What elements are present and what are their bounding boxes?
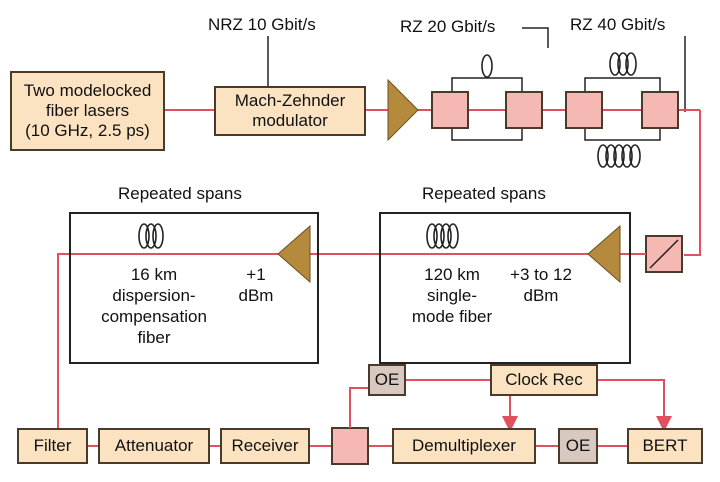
repeated-span-frame-right: [379, 212, 631, 364]
fiber-coil-icon: [138, 223, 164, 249]
pink-square-coupler-icon: [505, 91, 543, 129]
receiver-box: Receiver: [220, 428, 310, 464]
repeated-span-frame-left: [69, 212, 319, 364]
oe-top-box: OE: [368, 364, 406, 396]
rz20-leader-line: [522, 27, 549, 48]
polarizer-diagonal: [649, 239, 679, 269]
pink-square-coupler-icon: [331, 427, 369, 465]
smf-power-label: +3 to 12 dBm: [510, 265, 572, 305]
dcf-label: 16 km dispersion- compensation fiber: [101, 265, 207, 347]
smf-label: 120 km single- mode fiber: [411, 265, 493, 326]
filter-box: Filter: [17, 428, 88, 464]
rz40-label: RZ 40 Gbit/s: [570, 15, 666, 34]
mach-zehnder-modulator-box: Mach-Zehnder modulator: [214, 86, 366, 136]
triangle-amplifier-icon: [277, 224, 311, 284]
repeated-spans-right-label: Repeated spans: [422, 184, 546, 203]
fiber-coil-icon: [597, 144, 641, 168]
demultiplexer-box: Demultiplexer: [392, 428, 536, 464]
bert-box: BERT: [627, 428, 703, 464]
clock-branch-line: [349, 387, 368, 428]
pink-square-coupler-icon: [565, 91, 603, 129]
triangle-amplifier-icon: [587, 224, 621, 284]
modelocked-lasers-box: Two modelocked fiber lasers (10 GHz, 2.5…: [10, 71, 165, 151]
fiber-line-down: [684, 110, 701, 256]
attenuator-box: Attenuator: [98, 428, 210, 464]
fiber-coil-icon: [609, 52, 637, 76]
fiber-coil-icon: [481, 54, 493, 78]
repeated-spans-left-label: Repeated spans: [118, 184, 242, 203]
dcf-power-label: +1 dBm: [238, 265, 274, 305]
pink-square-coupler-icon: [431, 91, 469, 129]
clock-to-bert-arrow: [598, 379, 672, 432]
oe-bottom-box: OE: [558, 428, 598, 464]
triangle-amplifier-icon: [387, 78, 419, 142]
clock-recovery-box: Clock Rec: [490, 364, 598, 396]
fiber-coil-icon: [426, 223, 459, 249]
nrz-label: NRZ 10 Gbit/s: [208, 15, 316, 34]
rz20-label: RZ 20 Gbit/s: [400, 17, 496, 36]
pink-square-coupler-icon: [641, 91, 679, 129]
